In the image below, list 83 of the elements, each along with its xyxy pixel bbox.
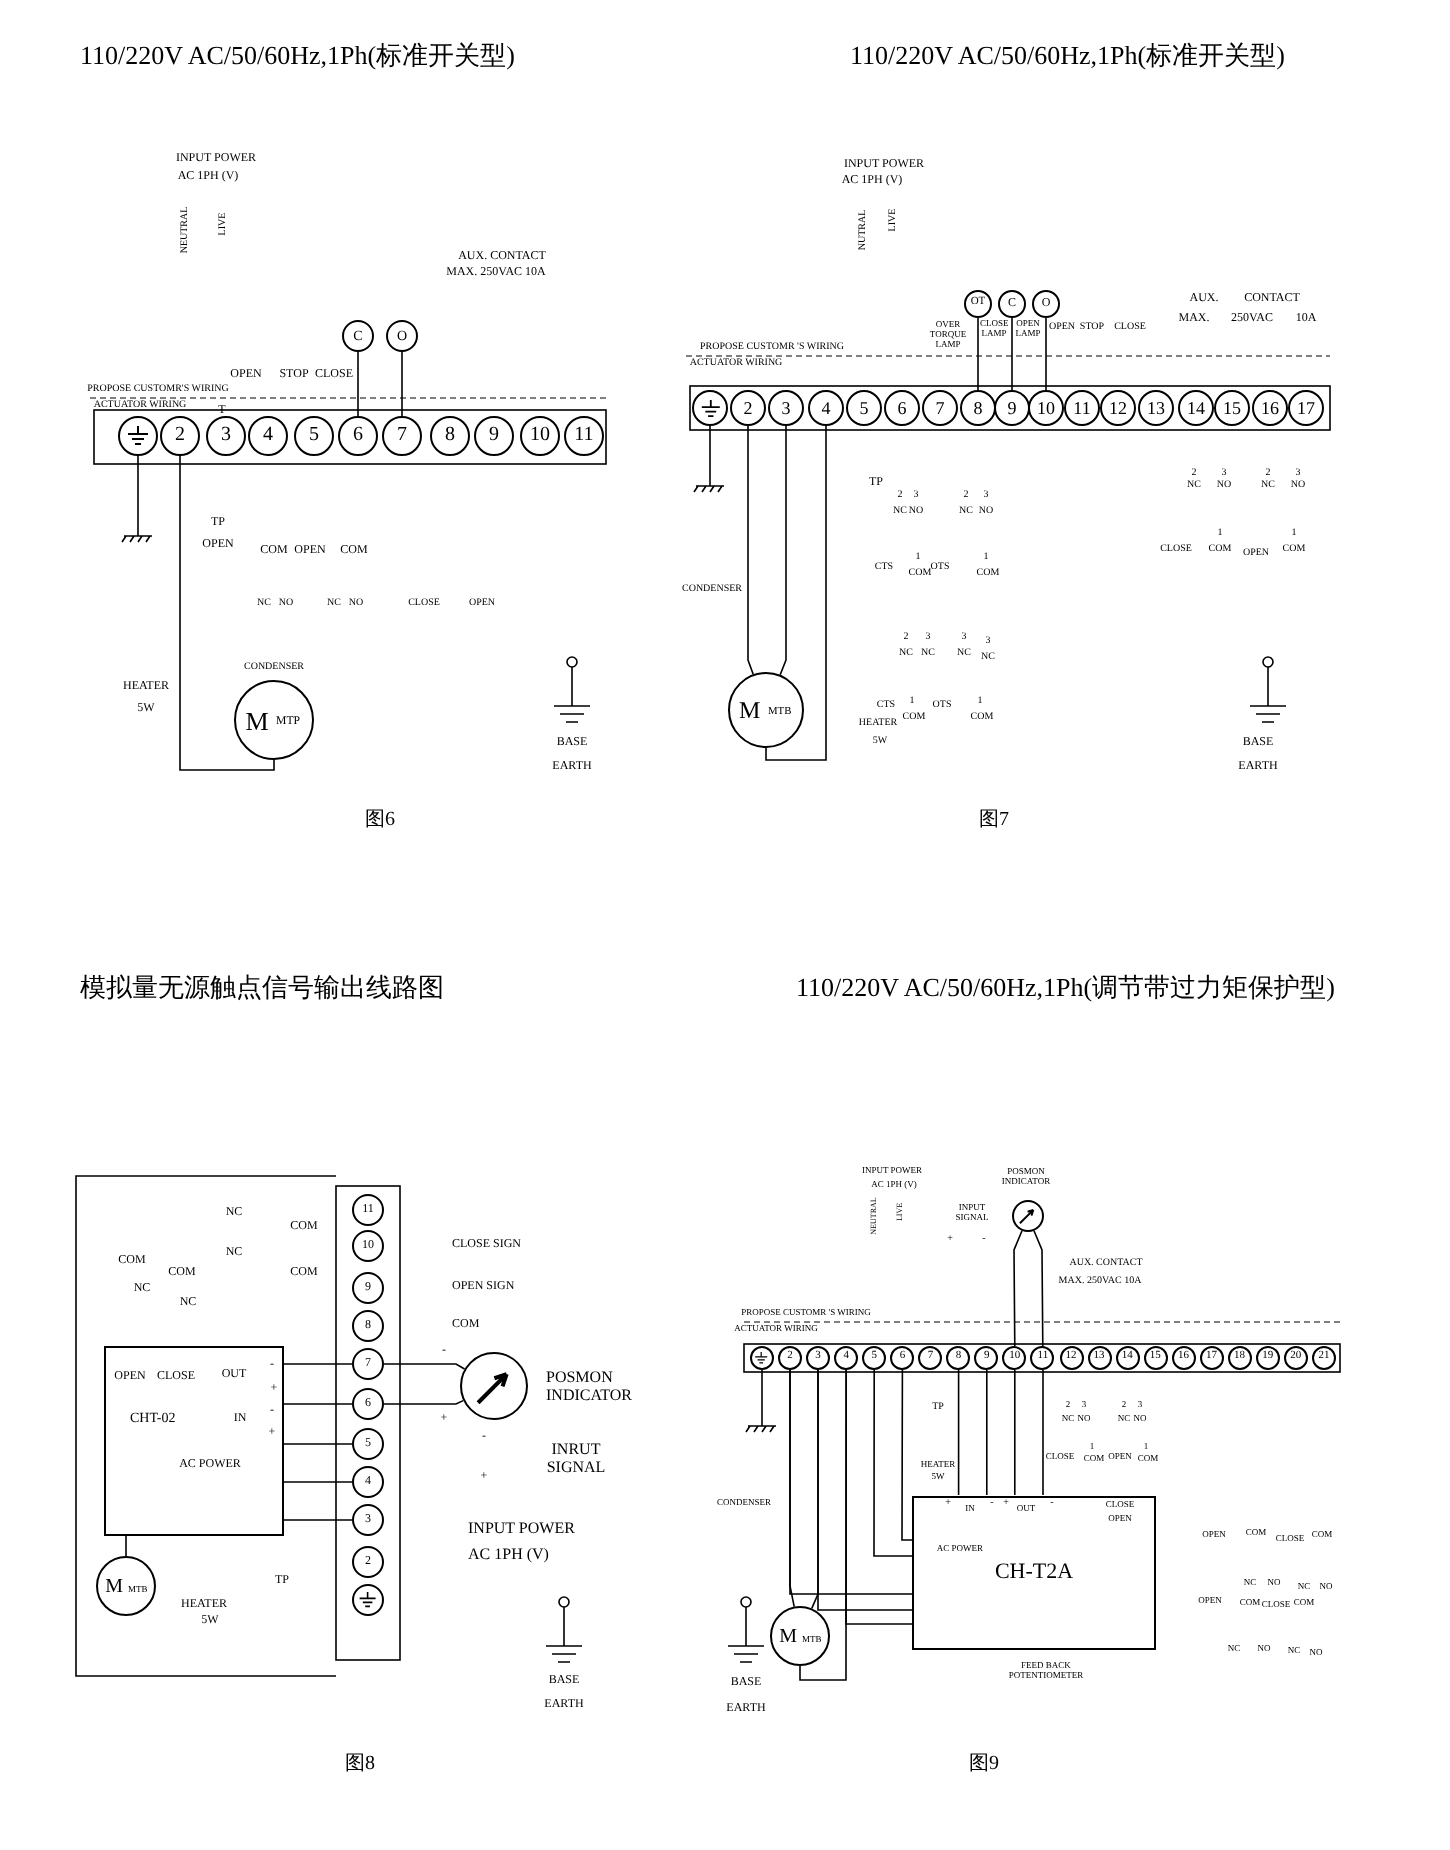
terminal-number: 10 xyxy=(1037,399,1055,417)
wire xyxy=(817,1369,913,1611)
section-title: 110/220V AC/50/60Hz,1Ph(标准开关型) xyxy=(850,41,1285,71)
section-title: 110/220V AC/50/60Hz,1Ph(调节带过力矩保护型) xyxy=(796,973,1335,1003)
wire xyxy=(1033,1230,1044,1347)
terminal-number: 11 xyxy=(574,426,594,446)
wire xyxy=(957,1369,960,1496)
motor-symbol xyxy=(728,672,804,748)
figure-caption: 图7 xyxy=(979,809,1009,831)
wire xyxy=(383,1363,466,1370)
wire xyxy=(986,1369,988,1496)
terminal-number: 3 xyxy=(781,399,791,417)
motor-label: M xyxy=(779,1627,797,1648)
ground-terminal xyxy=(352,1584,384,1616)
terminal-number: 13 xyxy=(1147,399,1165,417)
terminal-number: 2 xyxy=(175,426,185,446)
motor-symbol xyxy=(96,1556,156,1616)
wire xyxy=(765,425,827,761)
wire xyxy=(1011,317,1013,391)
wire xyxy=(845,1369,913,1625)
wire xyxy=(1013,1230,1023,1347)
wire xyxy=(357,351,359,417)
terminal-number: 4 xyxy=(263,426,273,446)
motor-label: M xyxy=(105,1577,123,1598)
terminal-number: 7 xyxy=(397,426,407,446)
wire xyxy=(179,455,275,771)
wire xyxy=(283,1363,353,1365)
ground-terminal xyxy=(692,390,728,426)
terminal-number: 12 xyxy=(1109,399,1127,417)
wire xyxy=(283,1519,353,1521)
terminal-number: 7 xyxy=(935,399,945,417)
indicator-caption: POSMON INDICATOR xyxy=(546,1367,634,1405)
motor-label: M xyxy=(739,698,761,723)
wire xyxy=(283,1443,353,1445)
terminal-number: 2 xyxy=(743,399,753,417)
wire xyxy=(779,425,787,676)
wire xyxy=(1042,1369,1044,1496)
ground-terminal xyxy=(118,416,158,456)
control-board-box xyxy=(104,1345,284,1535)
terminal-number: 8 xyxy=(445,426,455,446)
wire xyxy=(383,1399,464,1405)
wire xyxy=(283,1403,353,1405)
wire xyxy=(873,1369,913,1557)
terminal-number: 10 xyxy=(530,426,550,446)
motor-symbol xyxy=(770,1606,830,1666)
indicator-meter xyxy=(1012,1200,1044,1232)
section-title: 110/220V AC/50/60Hz,1Ph(标准开关型) xyxy=(80,41,515,71)
motor-label: M xyxy=(245,707,269,734)
terminal-number: 8 xyxy=(973,399,983,417)
motor-symbol xyxy=(234,680,314,760)
terminal-number: 9 xyxy=(489,426,499,446)
terminal-number: 3 xyxy=(221,426,231,446)
terminal-number: 6 xyxy=(353,426,363,446)
wire xyxy=(401,351,403,417)
wire xyxy=(789,1369,913,1595)
terminal-number: 16 xyxy=(1261,399,1279,417)
wire xyxy=(1045,317,1047,391)
wire xyxy=(977,317,979,391)
wiring-label: AC 1PH (V) xyxy=(468,1547,549,1565)
wire xyxy=(1014,1369,1016,1496)
terminal-number: 5 xyxy=(859,399,869,417)
wire xyxy=(901,1369,913,1541)
terminal-number: 9 xyxy=(1007,399,1017,417)
wiring-label: INPUT POWER xyxy=(468,1521,575,1539)
ground-terminal xyxy=(750,1346,774,1370)
terminal-number: 14 xyxy=(1187,399,1205,417)
figure-caption: 图9 xyxy=(969,1753,999,1775)
indicator-meter xyxy=(460,1352,528,1420)
wiring-label: INRUT SIGNAL xyxy=(544,1442,608,1478)
terminal-number: 5 xyxy=(309,426,319,446)
wire xyxy=(125,1534,127,1557)
section-title: 模拟量无源触点信号输出线路图 xyxy=(80,973,444,1003)
terminal-number: 15 xyxy=(1223,399,1241,417)
terminal-number: 4 xyxy=(821,399,831,417)
terminal-number: 17 xyxy=(1297,399,1315,417)
figure-caption: 图8 xyxy=(345,1753,375,1775)
wire xyxy=(283,1481,353,1483)
terminal-number: 6 xyxy=(897,399,907,417)
terminal-number: 11 xyxy=(1073,399,1091,417)
wire xyxy=(747,425,754,675)
board-label: CH-T2A xyxy=(994,1561,1074,1583)
figure-caption: 图6 xyxy=(365,809,395,831)
control-board-box xyxy=(912,1495,1156,1649)
